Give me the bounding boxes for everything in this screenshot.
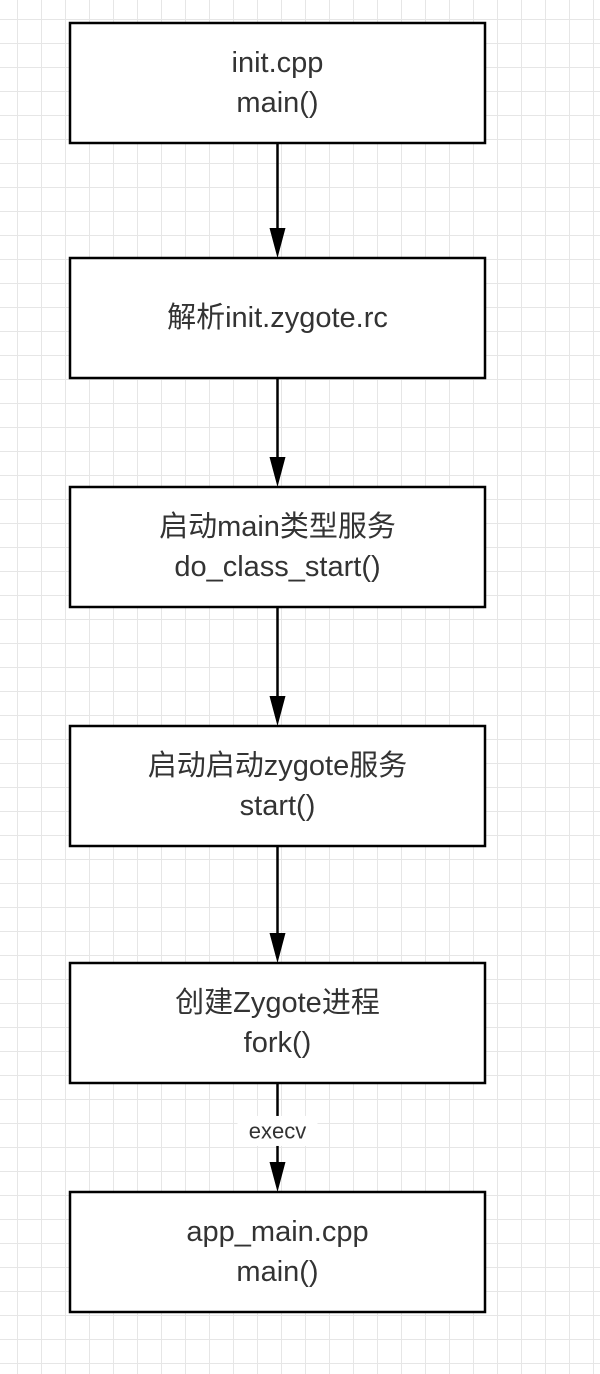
flow-node-box — [68, 961, 487, 1085]
flow-arrow — [269, 846, 286, 963]
flow-node: 创建Zygote进程 fork() — [68, 961, 487, 1085]
flow-node-box — [68, 21, 487, 145]
arrow-head-icon — [269, 228, 286, 258]
flow-node-label: main() — [236, 87, 318, 119]
flow-arrow: execv — [237, 1083, 318, 1192]
flow-node-box — [68, 724, 487, 848]
flow-node-label: 创建Zygote进程 — [175, 986, 380, 1019]
flow-node-label: do_class_start() — [174, 551, 380, 583]
flowchart-nodes: init.cpp main() 解析init.zygote.rc 启动main类型服务… — [68, 21, 487, 1314]
flow-node-box — [68, 256, 487, 380]
flow-node-label: 启动main类型服务 — [159, 510, 396, 543]
arrow-head-icon — [269, 1162, 286, 1192]
flow-node-label: 启动启动zygote服务 — [148, 749, 407, 782]
flow-node: 启动启动zygote服务 start() — [68, 724, 487, 848]
flow-node-label: app_main.cpp — [186, 1216, 368, 1248]
flow-arrow — [269, 378, 286, 487]
flow-node-box — [68, 485, 487, 609]
flowchart-edges: execv — [237, 143, 318, 1192]
arrow-head-icon — [269, 696, 286, 726]
flow-node: app_main.cpp main() — [68, 1190, 487, 1314]
flow-node-label: 解析init.zygote.rc — [167, 301, 388, 334]
flow-node: 启动main类型服务 do_class_start() — [68, 485, 487, 609]
arrow-head-icon — [269, 933, 286, 963]
flow-arrow — [269, 143, 286, 258]
flow-node: 解析init.zygote.rc — [68, 256, 487, 380]
flow-arrow — [269, 607, 286, 726]
flow-node-label: init.cpp — [232, 47, 324, 79]
flow-node-label: main() — [236, 1256, 318, 1288]
flow-node-label: start() — [240, 790, 316, 822]
flow-arrow-label-bg — [237, 1115, 318, 1146]
arrow-head-icon — [269, 457, 286, 487]
flow-node: init.cpp main() — [68, 21, 487, 145]
flow-arrow-label: execv — [249, 1118, 306, 1143]
flow-node-label: fork() — [244, 1027, 312, 1059]
flow-node-box — [68, 1190, 487, 1314]
